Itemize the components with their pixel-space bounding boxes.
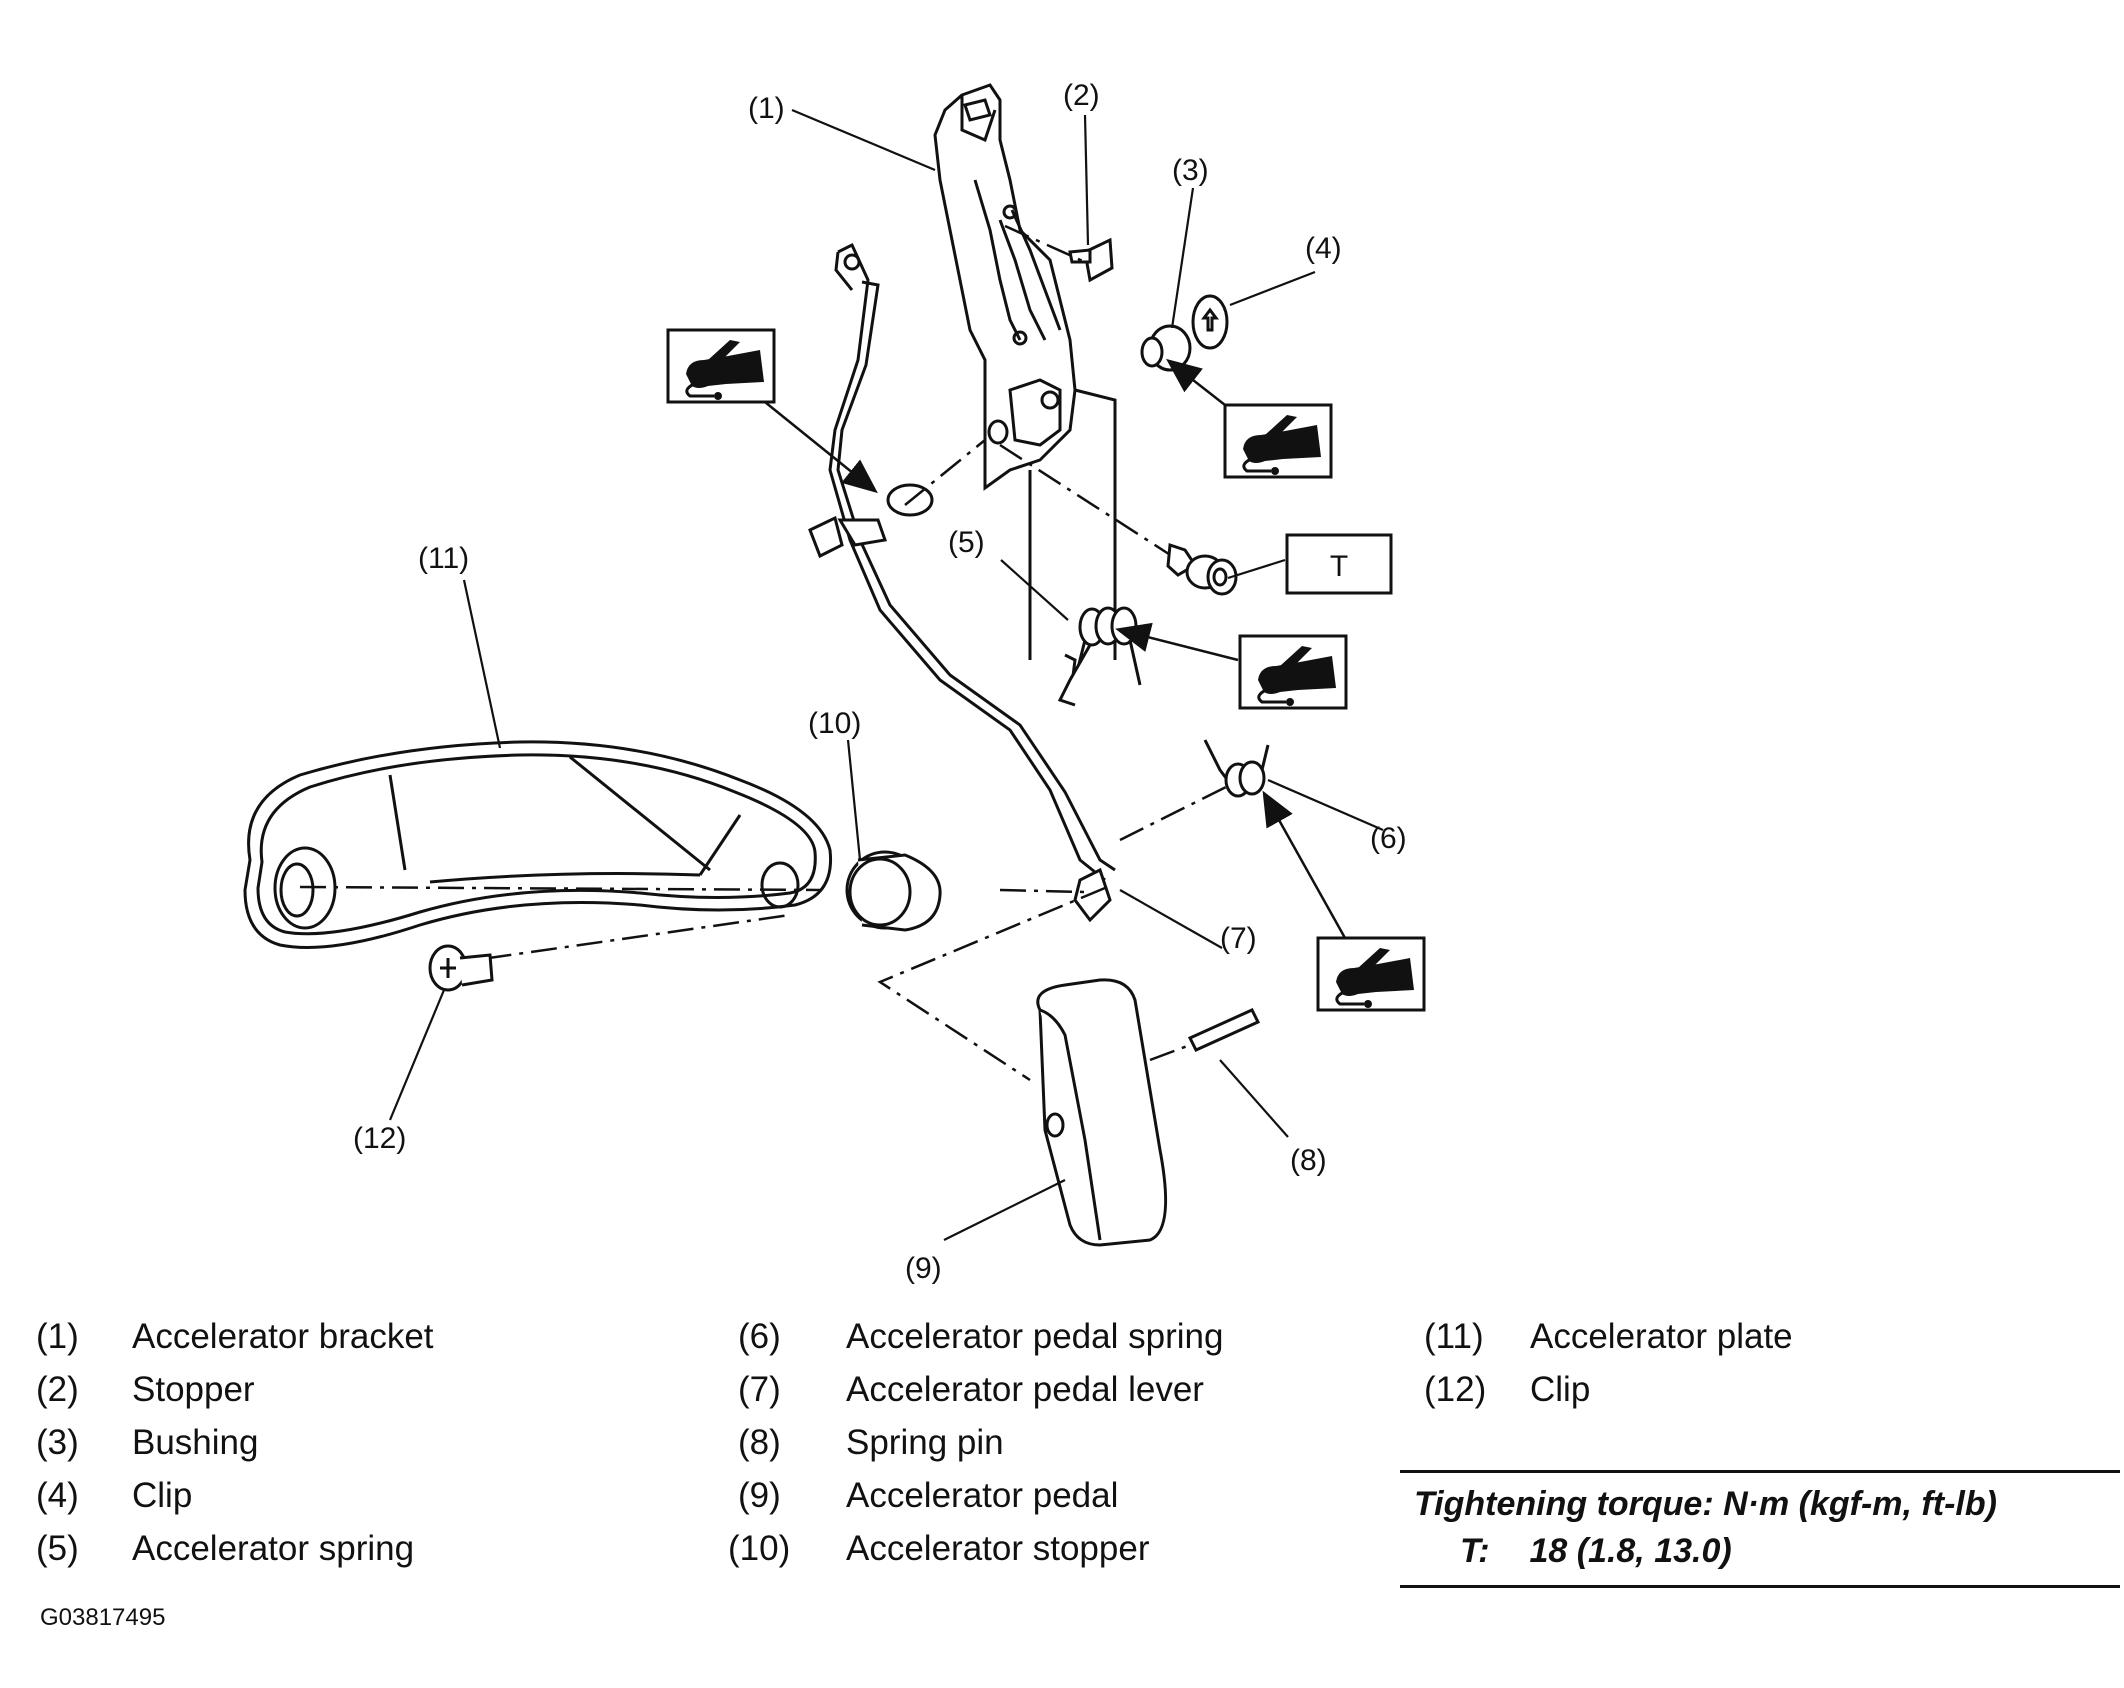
legend-column-1: (1) Accelerator bracket (2) Stopper (3) Bus… bbox=[36, 1310, 434, 1575]
legend-part-name: Clip bbox=[132, 1475, 193, 1515]
legend-item: (6) Accelerator pedal spring bbox=[728, 1310, 1223, 1363]
grease-gun-icon bbox=[666, 328, 776, 404]
tightening-torque-box: Tightening torque: N·m (kgf-m, ft-lb) T:… bbox=[1400, 1470, 2120, 1588]
grease-gun-icon bbox=[1316, 936, 1426, 1012]
legend-column-3: (11) Accelerator plate (12) Clip bbox=[1424, 1310, 1793, 1416]
legend-number: (5) bbox=[36, 1528, 79, 1568]
callout-2: (2) bbox=[1063, 79, 1100, 112]
legend-part-name: Spring pin bbox=[846, 1422, 1004, 1462]
legend-number: (11) bbox=[1424, 1316, 1484, 1356]
torque-title: Tightening torque: N·m (kgf-m, ft-lb) bbox=[1414, 1485, 1997, 1523]
legend-column-2: (6) Accelerator pedal spring (7) Accelerat… bbox=[728, 1310, 1223, 1575]
torque-label: T: bbox=[1460, 1532, 1490, 1570]
leader-lines bbox=[388, 108, 1384, 1241]
legend-number: (2) bbox=[36, 1369, 79, 1409]
legend-item: (1) Accelerator bracket bbox=[36, 1310, 434, 1363]
grease-gun-icon bbox=[1238, 634, 1348, 710]
grease-gun-icon bbox=[1223, 403, 1333, 479]
legend-number: (1) bbox=[36, 1316, 79, 1356]
callout-3: (3) bbox=[1172, 154, 1209, 187]
legend-part-name: Accelerator bracket bbox=[132, 1316, 434, 1356]
torque-value-row: T: 18 (1.8, 13.0) bbox=[1400, 1528, 2120, 1585]
legend-item: (10) Accelerator stopper bbox=[728, 1522, 1223, 1575]
legend-item: (5) Accelerator spring bbox=[36, 1522, 434, 1575]
divider bbox=[1400, 1585, 2120, 1588]
accelerator-pedal-spring bbox=[1203, 739, 1270, 798]
callout-12: (12) bbox=[353, 1122, 406, 1155]
legend-item: (12) Clip bbox=[1424, 1363, 1793, 1416]
legend-number: (8) bbox=[738, 1422, 781, 1462]
accelerator-plate bbox=[243, 740, 833, 949]
callout-4: (4) bbox=[1305, 232, 1342, 265]
torque-marker-box: T bbox=[1285, 533, 1393, 595]
legend-item: (4) Clip bbox=[36, 1469, 434, 1522]
legend-item: (2) Stopper bbox=[36, 1363, 434, 1416]
accelerator-pedal bbox=[1036, 978, 1168, 1247]
callout-10: (10) bbox=[808, 707, 861, 740]
callout-7: (7) bbox=[1220, 922, 1257, 955]
legend-item: (7) Accelerator pedal lever bbox=[728, 1363, 1223, 1416]
callout-1: (1) bbox=[748, 92, 785, 125]
legend-number: (9) bbox=[738, 1475, 781, 1515]
bushing bbox=[1140, 324, 1192, 372]
legend-number: (6) bbox=[738, 1316, 781, 1356]
legend-number: (12) bbox=[1424, 1369, 1487, 1409]
divider bbox=[1400, 1470, 2120, 1473]
legend-part-name: Stopper bbox=[132, 1369, 255, 1409]
legend-number: (4) bbox=[36, 1475, 79, 1515]
legend-part-name: Accelerator pedal lever bbox=[846, 1369, 1204, 1409]
legend-item: (9) Accelerator pedal bbox=[728, 1469, 1223, 1522]
figure-code: G03817495 bbox=[40, 1604, 166, 1631]
legend-item: (3) Bushing bbox=[36, 1416, 434, 1469]
legend-number: (3) bbox=[36, 1422, 79, 1462]
accelerator-stopper bbox=[845, 850, 942, 932]
legend-part-name: Accelerator stopper bbox=[846, 1528, 1150, 1568]
legend-part-name: Accelerator pedal bbox=[846, 1475, 1119, 1515]
torque-value: 18 (1.8, 13.0) bbox=[1529, 1532, 1732, 1570]
callout-5: (5) bbox=[948, 526, 985, 559]
legend-part-name: Clip bbox=[1530, 1369, 1591, 1409]
accelerator-spring bbox=[1057, 606, 1142, 707]
clip-pin bbox=[428, 944, 494, 992]
legend-part-name: Accelerator pedal spring bbox=[846, 1316, 1224, 1356]
legend-item: (11) Accelerator plate bbox=[1424, 1310, 1793, 1363]
grease-arrows bbox=[759, 358, 1347, 939]
torque-marker-label: T bbox=[1330, 550, 1348, 583]
legend-part-name: Bushing bbox=[132, 1422, 259, 1462]
clip-washer bbox=[1191, 294, 1229, 350]
callout-8: (8) bbox=[1290, 1144, 1327, 1177]
callout-6: (6) bbox=[1370, 822, 1407, 855]
legend-part-name: Accelerator spring bbox=[132, 1528, 415, 1568]
spring-pin bbox=[1187, 1008, 1261, 1052]
stopper bbox=[1068, 237, 1114, 283]
legend-part-name: Accelerator plate bbox=[1530, 1316, 1793, 1356]
callout-labels: (1) (2) (3) (4) (5) (6) (7) (8) (9) (10)… bbox=[353, 79, 1407, 1285]
bolt bbox=[1166, 542, 1238, 596]
callout-9: (9) bbox=[905, 1252, 942, 1285]
legend-number: (10) bbox=[728, 1528, 791, 1568]
legend-item: (8) Spring pin bbox=[728, 1416, 1223, 1469]
legend-number: (7) bbox=[738, 1369, 781, 1409]
assembly-lines bbox=[299, 224, 1241, 1082]
callout-11: (11) bbox=[418, 542, 469, 575]
accelerator-bracket bbox=[933, 83, 1117, 660]
